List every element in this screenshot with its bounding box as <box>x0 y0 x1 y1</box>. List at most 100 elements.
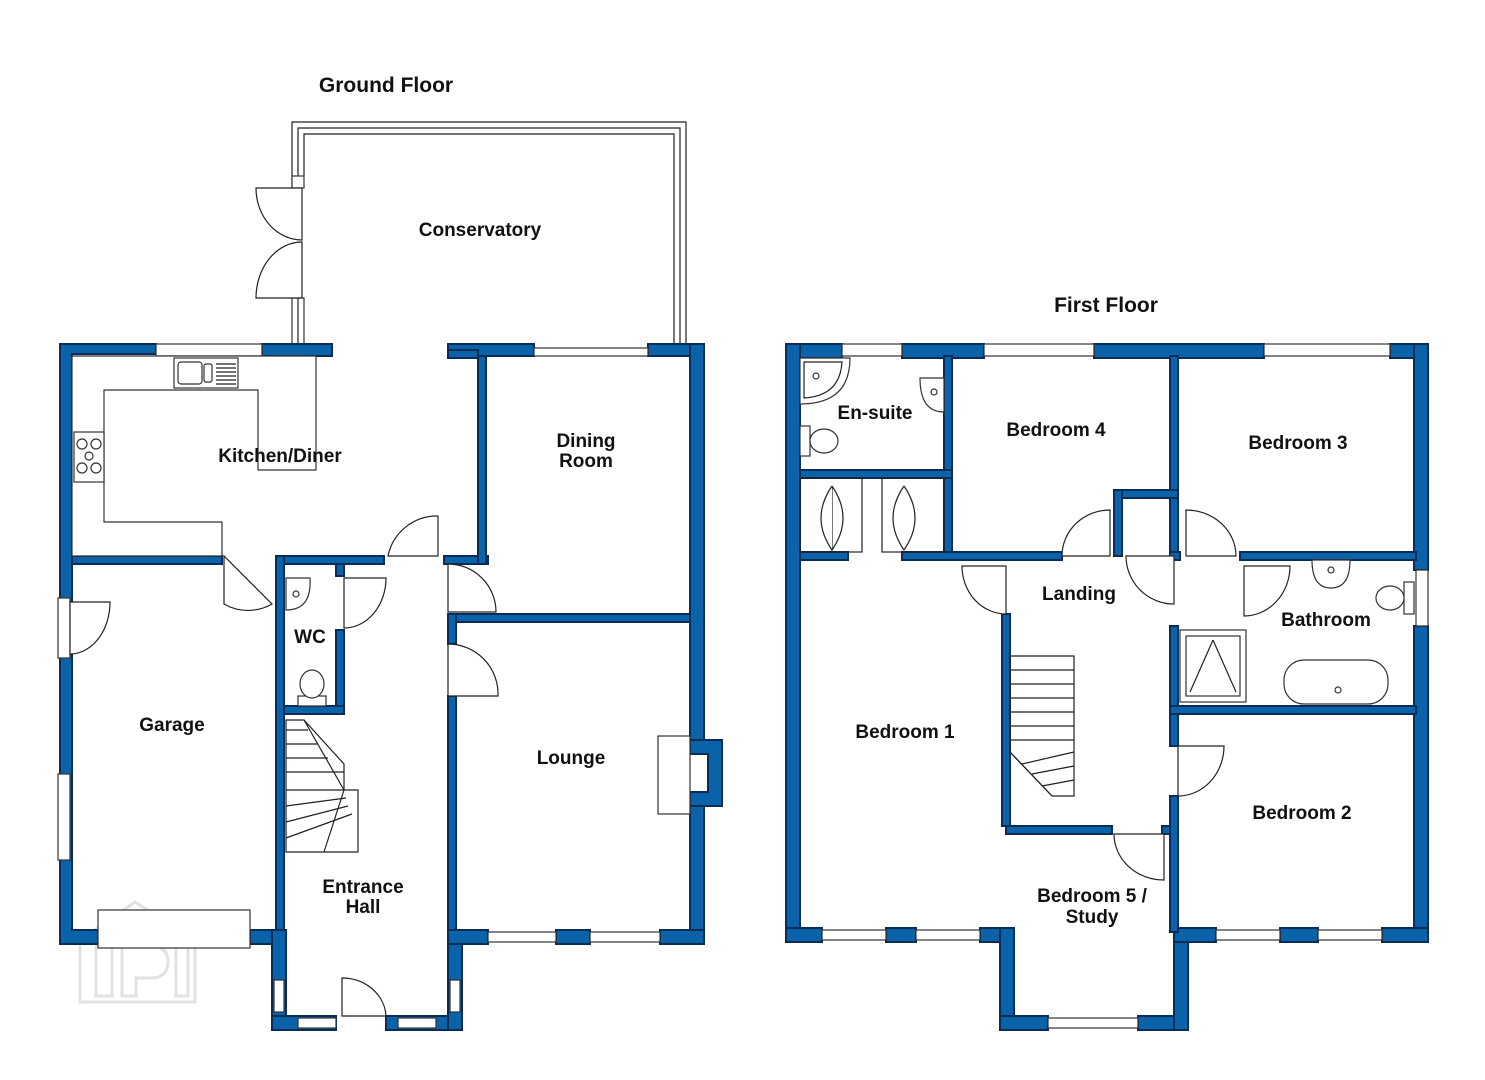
ff-bed1-front-mid <box>885 927 917 943</box>
bed5-top-wall-left <box>1005 825 1113 835</box>
bed2-west-wall <box>1169 795 1179 933</box>
front-door <box>341 977 387 1017</box>
ff-bed5-east-wall <box>1173 927 1189 1031</box>
ff-east-wall-lower <box>1413 625 1429 943</box>
bath-icon <box>1283 659 1389 705</box>
room-label-bathroom: Bathroom <box>1281 610 1371 631</box>
hall-side-window-left <box>273 979 285 1013</box>
room-label-lounge: Lounge <box>537 748 606 769</box>
hall-front-window-left <box>297 1017 337 1029</box>
bathroom-west-wall <box>1169 625 1179 709</box>
bed1-window-left <box>821 929 887 941</box>
east-wall-upper <box>689 343 705 741</box>
garage-side-door-frame <box>57 597 71 659</box>
chimney <box>689 739 723 807</box>
bed4-bed3-wall <box>1169 355 1179 557</box>
kitchen-worktop <box>71 355 317 557</box>
garage-side-door <box>69 601 111 655</box>
kitchen-window <box>155 343 263 357</box>
room-label-entrance-hall: Entrance Hall <box>322 878 404 918</box>
bed4-door <box>1061 509 1111 557</box>
room-label-garage: Garage <box>139 715 204 736</box>
room-label-entrance-hall-box: Entrance Hall <box>322 878 404 918</box>
room-label-dining-room: Dining Room <box>556 432 616 472</box>
bed2-window-right <box>1317 929 1383 941</box>
ground-stairs <box>285 719 359 853</box>
bed2-window-left <box>1215 929 1281 941</box>
bed3-window <box>1263 343 1391 357</box>
bed1-east-wall <box>1001 613 1011 827</box>
ff-bed5-front-left <box>999 1015 1049 1031</box>
wc-east-wall <box>335 629 345 713</box>
wc-top-stub <box>335 563 345 577</box>
ff-bed2-front-left <box>1173 927 1217 943</box>
first-floor: First Floor En-suite Bedroom 4 Bedroom 3… <box>785 294 1429 1031</box>
ensuite-toilet-icon <box>799 425 839 457</box>
hall-top-wall-right <box>443 555 489 565</box>
garage-side-window <box>57 773 71 861</box>
lounge-window-left <box>487 931 557 943</box>
dining-west-wall <box>477 355 487 565</box>
conservatory-door <box>255 187 303 299</box>
ff-west-wall <box>785 343 801 943</box>
bed1-top-wall-left <box>799 551 849 561</box>
ground-floor-title: Ground Floor <box>319 74 453 97</box>
hob-icon <box>73 431 105 483</box>
ensuite-bed4-wall <box>943 355 953 557</box>
ff-bed1-front-left <box>785 927 823 943</box>
lounge-front-wall-right <box>659 929 705 945</box>
bathroom-door <box>1243 565 1291 617</box>
fireplace <box>657 735 691 815</box>
bathroom-toilet-icon <box>1375 581 1415 615</box>
bed2-door <box>1177 745 1225 797</box>
hall-front-window-right <box>397 1017 437 1029</box>
room-label-bedroom-5: Bedroom 5 / Study <box>1037 886 1147 928</box>
room-label-en-suite: En-suite <box>838 403 913 424</box>
room-label-dining-room-box: Dining Room <box>556 432 616 472</box>
ff-east-wall-upper <box>1413 343 1429 571</box>
garage-kitchen-door <box>223 554 273 611</box>
dining-window <box>533 347 649 357</box>
garage-door <box>97 909 251 949</box>
wc-basin-icon <box>285 577 311 611</box>
lounge-front-wall-mid <box>555 929 591 945</box>
room-label-bedroom-3: Bedroom 3 <box>1248 433 1347 454</box>
shower-icon <box>799 357 851 405</box>
ensuite-bottom-wall <box>799 469 953 479</box>
dining-door <box>447 563 497 613</box>
room-label-bedroom-2: Bedroom 2 <box>1252 803 1351 824</box>
hall-top-wall-left <box>279 555 385 565</box>
lounge-west-stub <box>447 613 457 645</box>
bed3-bottom-wall <box>1239 551 1417 561</box>
ff-bed5-west-wall <box>999 927 1015 1031</box>
room-label-bedroom-5-box: Bedroom 5 / Study <box>1037 886 1147 928</box>
first-floor-title: First Floor <box>1054 294 1158 317</box>
ensuite-window <box>841 343 903 357</box>
room-label-bedroom-1: Bedroom 1 <box>855 722 955 743</box>
bed1-door <box>961 565 1007 615</box>
ff-bed2-front-mid <box>1279 927 1319 943</box>
lounge-window-right <box>589 931 661 943</box>
bed1-window-right <box>915 929 981 941</box>
toilet-icon <box>297 669 327 707</box>
lounge-door <box>447 643 499 697</box>
lounge-front-wall-left <box>447 929 489 945</box>
lounge-top-wall <box>447 613 691 623</box>
hall-side-window-right <box>449 979 461 1013</box>
ff-bed2-front-right <box>1381 927 1429 943</box>
hall-kitchen-door <box>387 515 439 557</box>
ensuite-basin-icon <box>919 377 945 413</box>
first-floor-stairs <box>1009 655 1075 797</box>
garage-top-wall <box>71 555 223 565</box>
room-label-kitchen-diner: Kitchen/Diner <box>218 446 342 467</box>
kitchen-wall-segment <box>261 343 333 357</box>
bed5-door <box>1113 833 1165 881</box>
bed4-window <box>983 343 1095 357</box>
wc-door <box>343 577 387 629</box>
room-label-landing: Landing <box>1042 584 1116 605</box>
cupboard-door <box>1125 555 1175 605</box>
bed1-top-wall-right <box>901 551 1063 561</box>
bathroom-shower-icon <box>1179 629 1247 703</box>
landing-cupboard-side <box>1113 489 1123 557</box>
